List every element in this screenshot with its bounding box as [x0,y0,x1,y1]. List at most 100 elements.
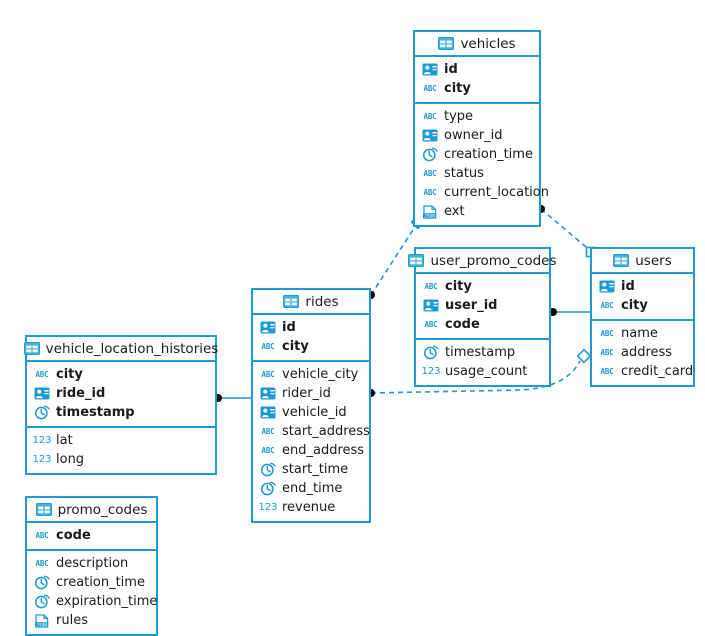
entity-header[interactable]: vehicles [415,32,539,57]
relationship-line [370,221,419,296]
field-label: start_address [282,424,370,439]
relationship-user-promo-codes-to-users[interactable] [549,308,590,316]
column-field[interactable]: timestamp [416,343,549,362]
field-label: ext [444,204,465,219]
field-label: code [445,317,480,332]
table-icon [408,254,425,267]
column-field[interactable]: creation_time [27,573,156,592]
field-label: id [621,279,635,294]
entity-title: vehicles [460,35,516,52]
entity-title: promo_codes [57,501,148,518]
column-field[interactable]: start_time [253,460,369,479]
abc-text-icon: ABC [424,319,438,329]
entity-title: users [635,252,672,269]
field-label: id [444,62,458,77]
field-label: rules [56,613,88,628]
field-label: revenue [282,500,336,515]
id-badge-icon [422,129,438,142]
entity-header[interactable]: user_promo_codes [408,249,557,274]
primary-key-field[interactable]: id [253,318,369,337]
entity-header[interactable]: vehicle_location_histories [23,337,218,362]
field-label: id [282,320,296,335]
column-field[interactable]: owner_id [415,126,539,145]
column-field[interactable]: vehicle_id [253,403,369,422]
table-icon [613,254,630,267]
column-field[interactable]: expiration_time [27,592,157,611]
field-label: owner_id [444,128,503,143]
relationship-vehicle-location-histories-to-rides[interactable] [214,394,251,402]
primary-key-field[interactable]: id [592,277,693,296]
primary-key-field[interactable]: ABC city [592,296,693,315]
field-label: usage_count [445,364,528,379]
field-label: type [444,109,474,124]
primary-key-field[interactable]: ABC code [416,315,549,334]
column-field[interactable]: creation_time [415,145,539,164]
field-label: city [56,367,83,382]
table-icon [283,295,300,308]
entity-header[interactable]: promo_codes [27,498,156,523]
field-label: city [621,298,648,313]
relationship-source-dot [549,308,557,316]
id-badge-icon [260,387,276,400]
entity-title: vehicle_location_histories [45,340,219,357]
column-field[interactable]: rider_id [253,384,369,403]
primary-key-field[interactable]: user_id [416,296,549,315]
clock-icon [260,481,276,496]
id-badge-icon [423,299,439,312]
primary-key-field[interactable]: ride_id [27,384,215,403]
primary-key-field[interactable]: id [415,60,539,79]
abc-text-icon: ABC [261,369,275,379]
relationship-line [370,360,581,394]
field-label: long [56,452,85,467]
table-icon [438,37,455,50]
entity-header[interactable]: rides [253,290,369,315]
id-badge-icon [260,321,276,334]
entity-header[interactable]: users [592,249,693,274]
entity-title: rides [305,293,339,310]
table-icon [35,503,52,516]
abc-text-icon: ABC [600,347,614,357]
primary-key-field[interactable]: timestamp [27,403,215,422]
column-field[interactable]: end_time [253,479,369,498]
abc-text-icon: ABC [600,300,614,310]
field-label: creation_time [56,575,145,590]
abc-text-icon: ABC [424,281,438,291]
abc-text-icon: ABC [423,168,437,178]
